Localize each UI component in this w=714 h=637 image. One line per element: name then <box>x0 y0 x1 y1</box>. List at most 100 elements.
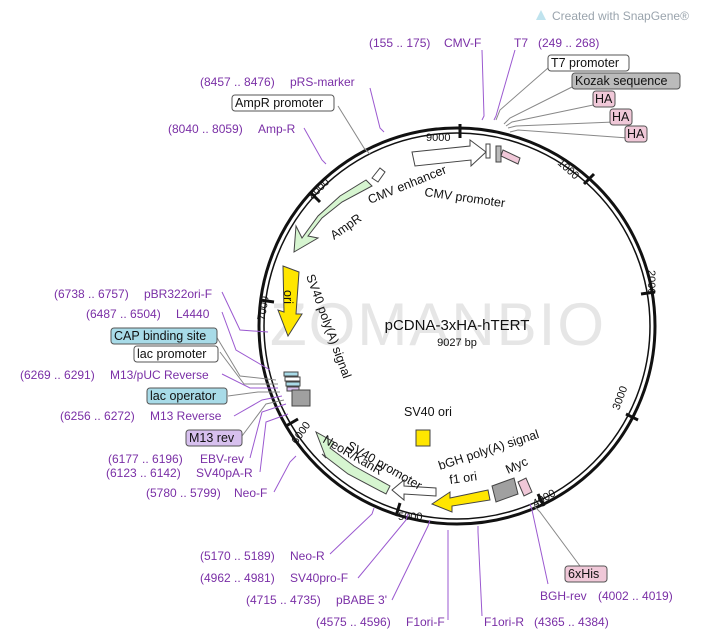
leader-ha2 <box>507 121 615 129</box>
primer-range-pbabe3: (4715 .. 4735) <box>246 593 321 607</box>
primer-range-amp-r: (8040 .. 8059) <box>168 122 243 136</box>
box-cap-site-label: CAP binding site <box>114 329 206 343</box>
box-ha-1 <box>592 90 616 108</box>
leader-m13puc <box>221 373 278 389</box>
primer-name-m13puc-rev: M13/pUC Reverse <box>110 368 209 382</box>
ampr-label: AmpR <box>328 211 364 242</box>
leader-ebv-rev <box>249 403 287 459</box>
leader-bgh-rev <box>529 503 549 585</box>
box-ha-2 <box>609 108 633 126</box>
primer-name-pbabe3: pBABE 3' <box>336 593 387 607</box>
primer-name-f1ori-f: F1ori-F <box>406 615 445 629</box>
primer-name-prs-marker: pRS-marker <box>290 75 355 89</box>
box-6xhis <box>564 565 608 583</box>
box-lac-operator <box>146 387 228 405</box>
primer-range-m13puc-rev: (6269 .. 6291) <box>20 368 95 382</box>
leader-neo-f <box>273 455 297 493</box>
tick-7000 <box>259 298 275 304</box>
primer-name-ebv-rev: EBV-rev <box>200 452 244 466</box>
leader-amp-r <box>303 127 327 165</box>
leader-t7-promoter <box>495 67 549 121</box>
box-m13-rev-label: M13 rev <box>189 431 235 445</box>
primer-name-f1ori-r: F1ori-R <box>484 615 524 629</box>
snapgene-credit: Created with SnapGene® <box>536 9 689 23</box>
tick-6000 <box>285 417 299 428</box>
plasmid-backbone <box>257 126 657 526</box>
leader-l4440 <box>221 311 271 371</box>
tick-label-8000: 8000 <box>306 176 332 202</box>
primer-name-l4440: L4440 <box>176 307 210 321</box>
box-ha-1-label: HA <box>595 92 613 106</box>
primer-name-bgh-rev: BGH-rev <box>540 589 587 603</box>
primer-range-l4440: (6487 .. 6504) <box>86 307 161 321</box>
t7-promoter-marker <box>485 143 491 159</box>
ampr-arrow <box>293 179 373 253</box>
box-ha-2-label: HA <box>612 110 630 124</box>
primer-range-sv40pro-f: (4962 .. 4981) <box>200 571 275 585</box>
myc-block <box>517 477 533 497</box>
tick-3000 <box>625 412 639 422</box>
tick-label-9000: 9000 <box>426 132 450 144</box>
sv40-ori-label: SV40 ori <box>404 405 452 419</box>
primer-name-amp-r: Amp-R <box>258 122 296 136</box>
tick-label-5000: 5000 <box>398 511 422 523</box>
sv40-polya-block <box>291 389 311 407</box>
lac-promoter-marker <box>284 376 301 382</box>
box-kozak-label: Kozak sequence <box>575 74 667 88</box>
tick-2000 <box>640 290 656 296</box>
cap-marker <box>283 371 299 377</box>
primer-range-neo-r: (5170 .. 5189) <box>200 549 275 563</box>
primer-name-sv40pa-r: SV40pA-R <box>196 466 253 480</box>
primer-range-f1ori-f: (4575 .. 4596) <box>316 615 391 629</box>
plasmid-name: pCDNA-3xHA-hTERT <box>385 317 530 334</box>
primer-name-neo-r: Neo-R <box>290 549 325 563</box>
tick-label-2000: 2000 <box>645 270 657 294</box>
box-lac-promoter-label: lac promoter <box>137 347 206 361</box>
leader-f1ori-r <box>477 526 483 617</box>
leader-lac-promoter <box>219 351 278 385</box>
tick-4000 <box>536 493 546 507</box>
primer-name-m13-reverse: M13 Reverse <box>150 409 222 423</box>
box-kozak <box>571 72 681 90</box>
kozak-marker <box>495 145 502 163</box>
ori-label: ori <box>281 290 295 304</box>
primer-range-sv40pa-r: (6123 .. 6142) <box>106 466 181 480</box>
neor-arrow <box>315 430 391 495</box>
primer-range-neo-f: (5780 .. 5799) <box>146 486 221 500</box>
leader-t7 <box>493 49 516 121</box>
tick-5000 <box>394 502 402 517</box>
box-ha-3-label: HA <box>627 127 645 141</box>
leader-m13-rev <box>241 399 285 437</box>
leader-m13-reverse <box>233 395 283 417</box>
primer-name-t7: T7 <box>514 36 528 50</box>
box-ha-3 <box>624 125 648 143</box>
box-ampr-promoter-label: AmpR promoter <box>235 96 323 110</box>
myc-label: Myc <box>503 454 530 476</box>
cmv-enhancer-arrow <box>411 139 487 168</box>
lac-operator-marker <box>285 381 301 387</box>
leader-sv40pa-r <box>259 413 289 473</box>
credit-text: Created with SnapGene® <box>552 9 689 23</box>
box-6xhis-label: 6xHis <box>568 567 599 581</box>
primer-range-m13-reverse: (6256 .. 6272) <box>60 409 135 423</box>
primer-range-ebv-rev: (6177 .. 6196) <box>108 452 183 466</box>
primer-range-cmv-f: (155 .. 175) <box>369 36 430 50</box>
bgh-polya-block <box>491 477 519 503</box>
primer-range-t7: (249 .. 268) <box>538 36 599 50</box>
primer-range-bgh-rev: (4002 .. 4019) <box>598 589 673 603</box>
f1-ori-arrow <box>430 489 491 513</box>
tick-1000 <box>582 172 596 186</box>
box-m13-rev <box>185 429 243 447</box>
box-cap-site <box>110 327 218 345</box>
leader-sv40pro-f <box>357 513 409 579</box>
leader-pbr322ori-f <box>221 291 269 333</box>
tick-marks <box>259 124 656 517</box>
leader-lines <box>215 49 629 620</box>
tick-8000 <box>308 190 322 204</box>
plasmid-size: 9027 bp <box>437 337 477 349</box>
box-lac-promoter <box>133 345 219 363</box>
snapgene-logo-icon <box>536 10 546 20</box>
cmv-promoter-label: CMV promoter <box>424 185 506 210</box>
primer-range-f1ori-r: (4365 .. 4384) <box>534 615 609 629</box>
